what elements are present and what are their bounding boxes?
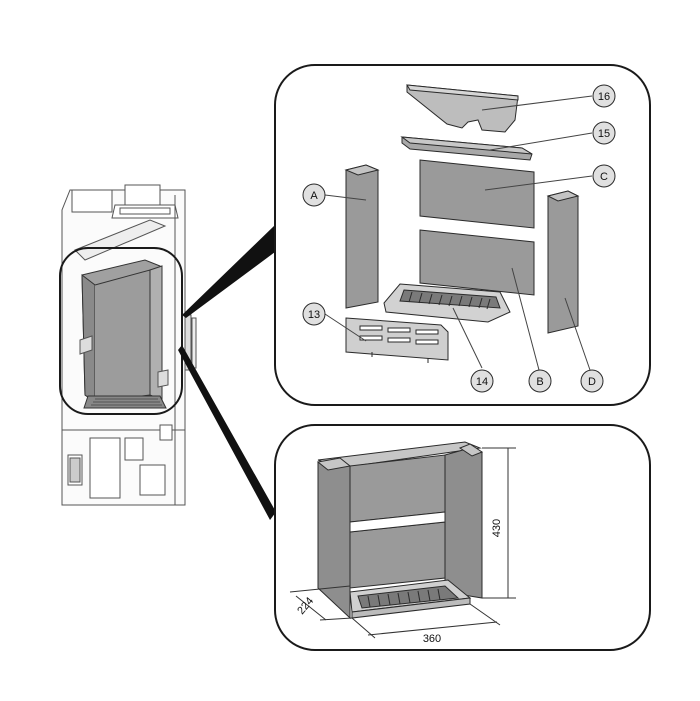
part-D-right-side	[546, 190, 580, 334]
dimension-lines	[289, 447, 516, 639]
callout-13: 13	[302, 302, 326, 326]
dimension-height-label: 430	[491, 519, 503, 537]
callout-C: C	[592, 164, 616, 188]
callout-15-label: 15	[598, 128, 610, 140]
dimension-width-label: 360	[423, 633, 441, 645]
callout-B: B	[528, 369, 552, 393]
assembled-view-panel: 430 224 360	[274, 424, 651, 651]
callout-16: 16	[592, 84, 616, 108]
leader-lines	[324, 95, 593, 371]
callout-A: A	[302, 183, 326, 207]
callout-C-label: C	[600, 171, 608, 183]
callout-15: 15	[592, 121, 616, 145]
part-C-upper-back	[419, 159, 535, 229]
callout-D-label: D	[588, 376, 596, 388]
part-B-lower-back	[419, 229, 535, 296]
part-13-front-plate	[345, 317, 449, 363]
stove-overview	[59, 184, 197, 506]
part-A-left-side	[344, 164, 380, 309]
part-16-baffle	[406, 84, 519, 133]
callout-B-label: B	[536, 376, 543, 388]
part-14-grate	[383, 283, 511, 323]
callout-A-label: A	[310, 190, 318, 202]
assembled-liner	[316, 441, 484, 620]
callout-14: 14	[470, 369, 494, 393]
exploded-view-panel: 16 15 C A 13 14 B D	[274, 64, 651, 406]
zoom-connectors	[178, 225, 276, 520]
callout-14-label: 14	[476, 376, 488, 388]
callout-D: D	[580, 369, 604, 393]
callout-16-label: 16	[598, 91, 610, 103]
part-15-deflector	[400, 136, 533, 161]
callout-13-label: 13	[308, 309, 320, 321]
